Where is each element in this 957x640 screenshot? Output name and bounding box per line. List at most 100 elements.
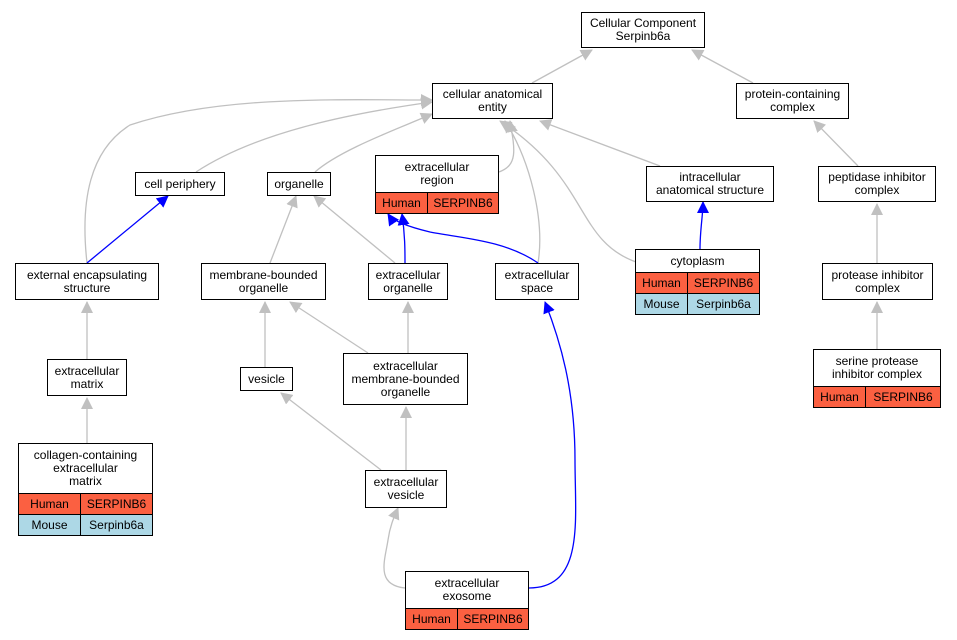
edge-exs-to-cae bbox=[504, 120, 541, 264]
node-label: external encapsulating bbox=[26, 267, 148, 282]
edge-cae-to-root bbox=[531, 49, 593, 84]
edge-ees-to-cae bbox=[84, 93, 433, 264]
annotation-row-mouse: Mouse Serpinb6a bbox=[19, 514, 152, 535]
edge-embo-to-mbo bbox=[289, 301, 369, 354]
edge-mbo-to-org bbox=[269, 195, 298, 264]
node-label: intracellular bbox=[679, 170, 741, 184]
node-label: complex bbox=[855, 280, 900, 295]
annotation-row-human: Human SERPINB6 bbox=[19, 493, 152, 514]
node-label: Serpinb6a bbox=[615, 29, 671, 43]
node-label: region bbox=[420, 173, 454, 187]
node-label: vesicle bbox=[387, 488, 425, 502]
node-title: organelle bbox=[268, 173, 330, 195]
annotation-row-human: Human SERPINB6 bbox=[814, 386, 940, 407]
node-label: extracellular bbox=[434, 576, 500, 590]
node-label: space bbox=[520, 280, 553, 295]
node-organelle[interactable]: organelle bbox=[267, 172, 331, 196]
edge-exo-to-org bbox=[313, 195, 396, 264]
node-label: Cellular Component bbox=[589, 16, 697, 30]
node-vesicle[interactable]: vesicle bbox=[240, 367, 293, 391]
node-label: vesicle bbox=[248, 371, 285, 386]
node-cytoplasm[interactable]: cytoplasm Human SERPINB6 Mouse Serpinb6a bbox=[635, 249, 760, 315]
node-label: matrix bbox=[70, 376, 104, 391]
node-label: organelle bbox=[274, 176, 324, 191]
species-label: Human bbox=[814, 387, 866, 407]
node-title: cell periphery bbox=[136, 173, 224, 195]
gene-label: SERPINB6 bbox=[433, 196, 493, 210]
annotation-row-mouse: Mouse Serpinb6a bbox=[636, 293, 759, 314]
edge-ias-to-cae bbox=[539, 119, 661, 167]
node-label: extracellular bbox=[373, 475, 439, 489]
species-label: Human bbox=[19, 494, 81, 514]
edge-cp-to-cae bbox=[195, 97, 433, 173]
node-label: serine protease bbox=[835, 354, 919, 368]
edge-exosome-to-exs bbox=[528, 301, 577, 589]
edge-pcc-to-root bbox=[691, 49, 754, 84]
annotation-row-human: Human SERPINB6 bbox=[406, 608, 528, 629]
node-label: complex bbox=[770, 100, 815, 114]
gene-label: Serpinb6a bbox=[89, 518, 144, 532]
node-label: inhibitor complex bbox=[831, 367, 923, 381]
edge-cyto-to-cae bbox=[499, 120, 637, 263]
edge-ees-to-cp bbox=[86, 195, 169, 264]
edge-exo-to-exr bbox=[397, 213, 410, 264]
node-title: vesicle bbox=[241, 368, 292, 390]
edge-exv-to-ves bbox=[280, 392, 382, 471]
node-label: cellular anatomical bbox=[442, 87, 543, 101]
node-label: structure bbox=[63, 280, 111, 295]
annotation-row-human: Human SERPINB6 bbox=[376, 192, 498, 213]
edge-pic-to-pcc bbox=[813, 120, 859, 167]
node-label: extracellular bbox=[504, 267, 570, 282]
gene-label: SERPINB6 bbox=[873, 390, 933, 404]
node-label: complex bbox=[854, 183, 900, 197]
edge-cyto-to-ias bbox=[696, 201, 709, 250]
node-label: protein-containing bbox=[744, 87, 841, 101]
node-label: extracellular bbox=[373, 358, 438, 373]
gene-label: SERPINB6 bbox=[463, 612, 523, 626]
edge-exosome-to-exv bbox=[383, 507, 406, 589]
node-label: cytoplasm bbox=[670, 253, 725, 268]
species-label: Human bbox=[636, 273, 688, 293]
gene-label: SERPINB6 bbox=[86, 497, 147, 511]
node-label: entity bbox=[478, 100, 507, 114]
node-label: extracellular bbox=[404, 160, 470, 174]
species-label: Mouse bbox=[636, 294, 688, 314]
node-cell-periphery[interactable]: cell periphery bbox=[135, 172, 225, 196]
node-label: extracellular bbox=[54, 363, 120, 378]
node-label: matrix bbox=[69, 474, 102, 488]
species-label: Human bbox=[376, 193, 428, 213]
node-label: organelle bbox=[380, 384, 431, 399]
edge-exs-to-exr bbox=[387, 213, 539, 264]
annotation-row-human: Human SERPINB6 bbox=[636, 272, 759, 293]
